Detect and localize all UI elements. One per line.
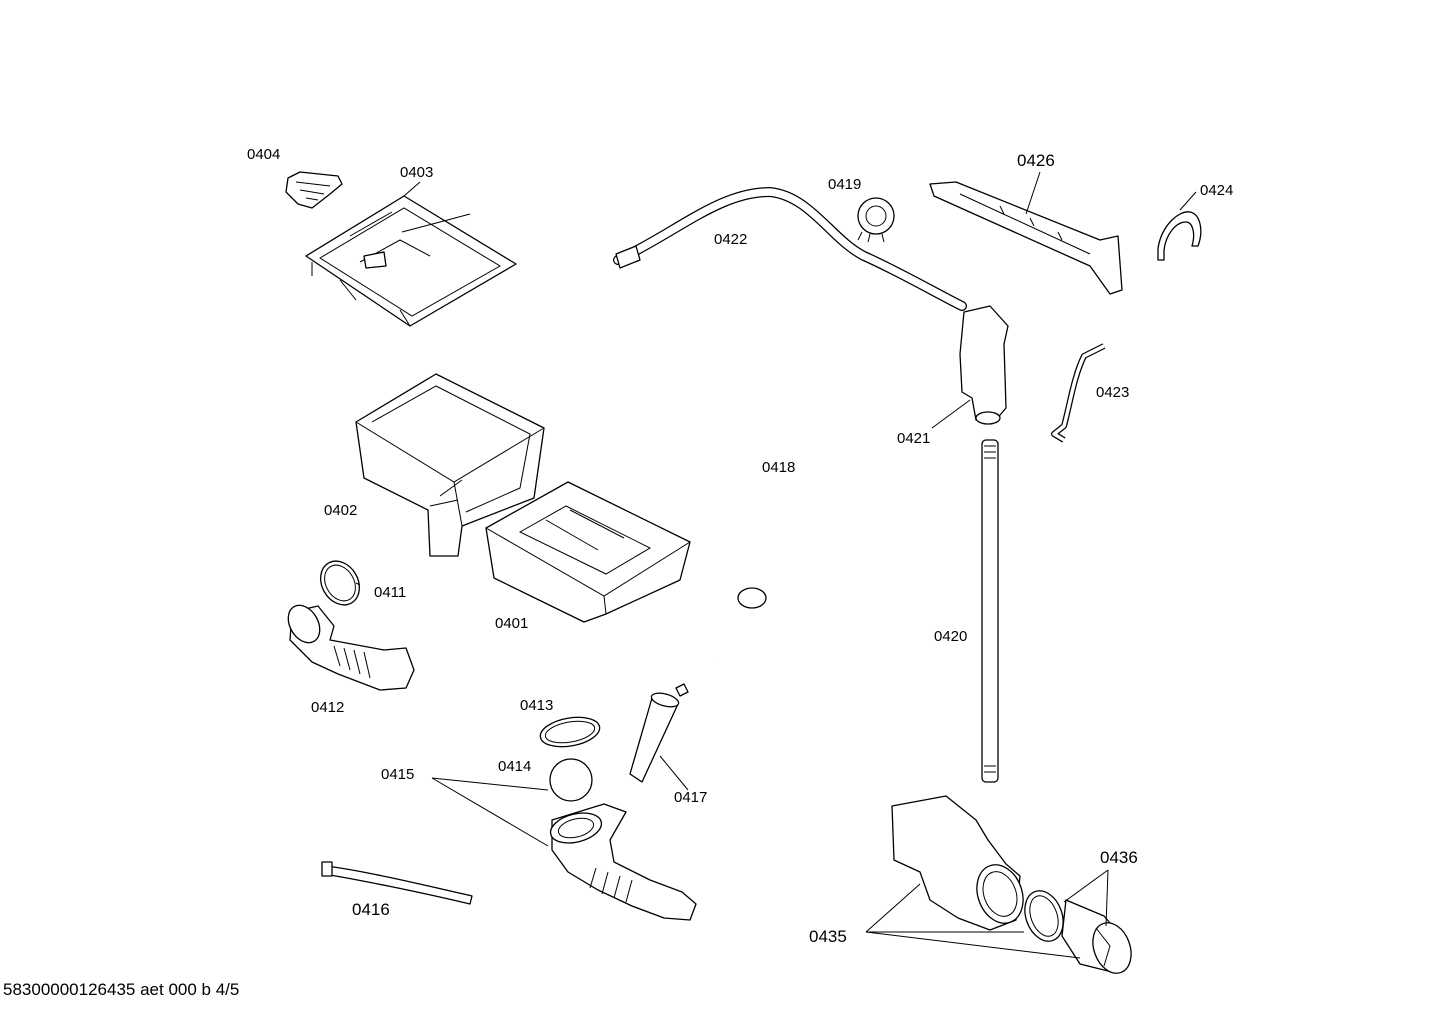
- part-0411-ring: [319, 560, 361, 606]
- label-0401: 0401: [495, 615, 528, 632]
- leader-lines: [355, 171, 1197, 959]
- part-0435-pump: [891, 795, 1024, 931]
- part-0422-hose: [613, 186, 967, 311]
- part-0426-bracket: [929, 181, 1123, 295]
- part-0413-ring: [539, 716, 601, 748]
- part-0416-hose: [321, 861, 473, 905]
- part-0419-pressure-switch: [857, 197, 895, 243]
- label-0413: 0413: [520, 697, 553, 714]
- document-footer-code: 58300000126435 aet 000 b 4/5: [3, 980, 240, 999]
- part-0423-rod: [1051, 343, 1106, 443]
- label-0417: 0417: [674, 789, 707, 806]
- label-0423: 0423: [1096, 384, 1129, 401]
- part-0418-hose: [714, 281, 883, 663]
- label-0422: 0422: [714, 231, 747, 248]
- label-0424: 0424: [1200, 182, 1233, 199]
- label-0415: 0415: [381, 766, 414, 783]
- label-0435: 0435: [809, 927, 847, 946]
- part-0436-filter: [1024, 890, 1132, 974]
- part-0414-ball: [549, 758, 593, 802]
- label-0436: 0436: [1100, 848, 1138, 867]
- part-0402-housing: [355, 373, 545, 557]
- label-0426: 0426: [1017, 151, 1055, 170]
- label-0402: 0402: [324, 502, 357, 519]
- label-0419: 0419: [828, 176, 861, 193]
- part-0403-frame: [305, 195, 517, 327]
- label-0411: 0411: [374, 584, 406, 601]
- label-0418: 0418: [762, 459, 795, 476]
- part-0401-drawer: [485, 481, 691, 623]
- part-0412-bellows: [287, 604, 415, 691]
- label-0412: 0412: [311, 699, 344, 716]
- label-0416: 0416: [352, 900, 390, 919]
- part-0424-fork: [1157, 211, 1202, 261]
- label-0420: 0420: [934, 628, 967, 645]
- part-0420-hose: [981, 439, 999, 783]
- label-0414: 0414: [498, 758, 531, 775]
- label-0421: 0421: [897, 430, 930, 447]
- part-0417-sensor: [629, 683, 689, 783]
- part-0404-clip: [285, 171, 343, 209]
- part-0421-air-trap: [959, 305, 1009, 425]
- label-0404: 0404: [247, 146, 280, 163]
- label-0403: 0403: [400, 164, 433, 181]
- part-0415-sump: [549, 803, 697, 921]
